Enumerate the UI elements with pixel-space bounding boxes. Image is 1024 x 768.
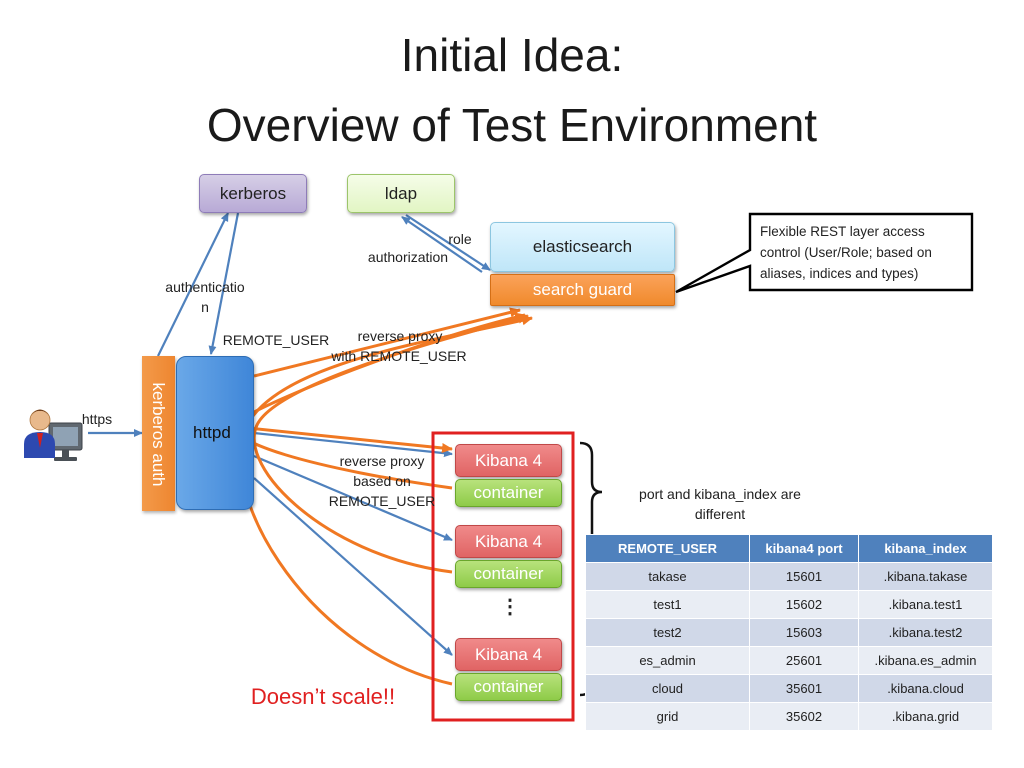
port-note-line1: port and kibana_index are — [639, 486, 801, 502]
arrow-kerberos-to-httpd — [208, 212, 240, 355]
reverse-proxy-label-2a: reverse proxy — [339, 453, 425, 469]
arrow-elasticsearch-to-ldap — [401, 216, 483, 273]
table-header-index: kibana_index — [858, 534, 993, 563]
kibana-node-3: Kibana 4 — [455, 638, 562, 671]
callout-line2: control (User/Role; based on — [760, 245, 932, 260]
table-cell: .kibana.takase — [858, 562, 993, 591]
kibana-node-2: Kibana 4 — [455, 525, 562, 558]
table-cell: .kibana.test2 — [858, 618, 993, 647]
authentication-label-2: n — [201, 299, 209, 315]
container-node-3: container — [455, 673, 562, 701]
reverse-proxy-label-1a: reverse proxy — [357, 328, 443, 344]
role-label: role — [448, 231, 472, 247]
arrow-httpd-to-searchguard — [253, 307, 521, 378]
arrow-kerbauth-to-kerberos — [157, 212, 229, 357]
authentication-label-1: authenticatio — [165, 279, 245, 295]
ldap-node: ldap — [347, 174, 455, 213]
table-cell: test2 — [585, 618, 750, 647]
table-cell: 35601 — [749, 674, 859, 703]
table-cell: grid — [585, 702, 750, 731]
reverse-proxy-label-2b: based on — [353, 473, 411, 489]
port-note-line2: different — [694, 506, 746, 522]
authorization-label: authorization — [367, 249, 449, 265]
table-header-remote-user: REMOTE_USER — [585, 534, 750, 563]
kerberos-auth-bar: kerberos auth — [142, 356, 175, 511]
https-label: https — [81, 411, 113, 427]
table-cell: takase — [585, 562, 750, 591]
page-title-line1: Initial Idea: — [400, 29, 624, 81]
container-node-1: container — [455, 479, 562, 507]
kibana-node-1: Kibana 4 — [455, 444, 562, 477]
kerberos-auth-label: kerberos auth — [149, 382, 169, 487]
elasticsearch-node: elasticsearch — [490, 222, 675, 272]
table-cell: es_admin — [585, 646, 750, 675]
httpd-node: httpd — [176, 356, 254, 510]
table-header-port: kibana4 port — [749, 534, 859, 563]
arrow-httpd-to-kibana2 — [253, 454, 453, 542]
table-cell: test1 — [585, 590, 750, 619]
table-cell: cloud — [585, 674, 750, 703]
reverse-proxy-label-2c: REMOTE_USER — [328, 493, 436, 509]
user-port-table: REMOTE_USER kibana4 port kibana_index ta… — [585, 534, 993, 731]
table-row: test1 15602 .kibana.test1 — [585, 590, 993, 619]
reverse-proxy-label-1b: with REMOTE_USER — [331, 348, 467, 364]
table-row: cloud 35601 .kibana.cloud — [585, 674, 993, 703]
table-row: grid 35602 .kibana.grid — [585, 702, 993, 731]
container-node-2: container — [455, 560, 562, 588]
arrow-httpd-to-kibana1 — [253, 431, 453, 458]
table-cell: 15603 — [749, 618, 859, 647]
kerberos-node: kerberos — [199, 174, 307, 213]
arrow-ldap-to-elasticsearch — [405, 214, 491, 271]
search-guard-node: search guard — [490, 274, 675, 306]
table-cell: 15602 — [749, 590, 859, 619]
table-row: es_admin 25601 .kibana.es_admin — [585, 646, 993, 675]
table-row: takase 15601 .kibana.takase — [585, 562, 993, 591]
table-cell: .kibana.grid — [858, 702, 993, 731]
table-row: test2 15603 .kibana.test2 — [585, 618, 993, 647]
table-cell: 35602 — [749, 702, 859, 731]
ellipsis-vertical: ⋮ — [500, 596, 520, 618]
table-header-row: REMOTE_USER kibana4 port kibana_index — [585, 534, 993, 563]
table-cell: 15601 — [749, 562, 859, 591]
page-title-line2: Overview of Test Environment — [206, 99, 818, 151]
doesnt-scale-label: Doesn’t scale!! — [250, 684, 396, 709]
table-cell: 25601 — [749, 646, 859, 675]
arrow-httpd-to-kibana3 — [253, 477, 453, 656]
callout-shape — [675, 212, 974, 294]
callout-line3: aliases, indices and types) — [760, 266, 919, 281]
table-cell: .kibana.cloud — [858, 674, 993, 703]
remote-user-label: REMOTE_USER — [222, 332, 330, 348]
arrow-httpd-to-kibana1-orange — [237, 425, 453, 453]
arrow-kibana2-to-searchguard — [252, 313, 529, 574]
callout-line1: Flexible REST layer access — [760, 224, 925, 239]
table-cell: .kibana.es_admin — [858, 646, 993, 675]
kibana-group-frame — [431, 431, 575, 722]
user-icon — [24, 409, 83, 461]
table-cell: .kibana.test1 — [858, 590, 993, 619]
